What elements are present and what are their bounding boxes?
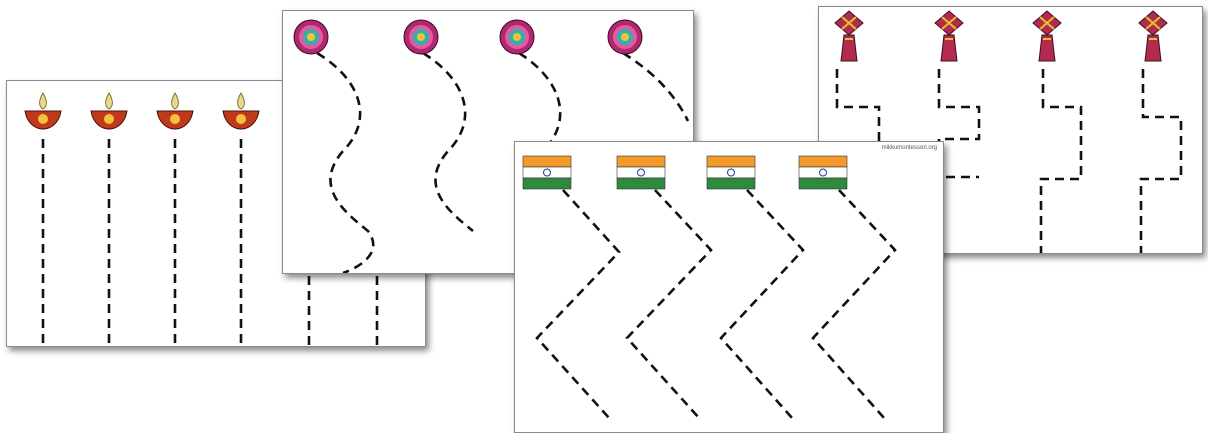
trace-line (719, 189, 805, 420)
indian-flag-icon (706, 155, 756, 190)
trace-line (1039, 69, 1083, 253)
kite-icon (934, 10, 964, 62)
kite-icon (1032, 10, 1062, 62)
indian-flag-icon (798, 155, 848, 190)
diya-lamp-icon (24, 92, 62, 130)
indian-flag-icon (522, 155, 572, 190)
trace-line (622, 51, 690, 122)
kite-icon (834, 10, 864, 62)
trace-line (937, 69, 981, 179)
diya-lamp-icon (90, 92, 128, 130)
trace-line (811, 189, 897, 420)
indian-flag-icon (616, 155, 666, 190)
watermark-text: mikkumontessori.org (881, 145, 937, 151)
trace-line (422, 51, 474, 233)
worksheet-flag-zigzag-lines: mikkumontessori.org (514, 141, 944, 433)
trace-line (535, 189, 621, 420)
rangoli-flower-icon (293, 19, 329, 55)
trace-line (316, 51, 375, 273)
diya-lamp-icon (222, 92, 260, 130)
rangoli-flower-icon (607, 19, 643, 55)
trace-line (625, 189, 713, 420)
kite-icon (1138, 10, 1168, 62)
trace-line (1139, 69, 1183, 253)
rangoli-flower-icon (403, 19, 439, 55)
rangoli-flower-icon (499, 19, 535, 55)
diya-lamp-icon (156, 92, 194, 130)
